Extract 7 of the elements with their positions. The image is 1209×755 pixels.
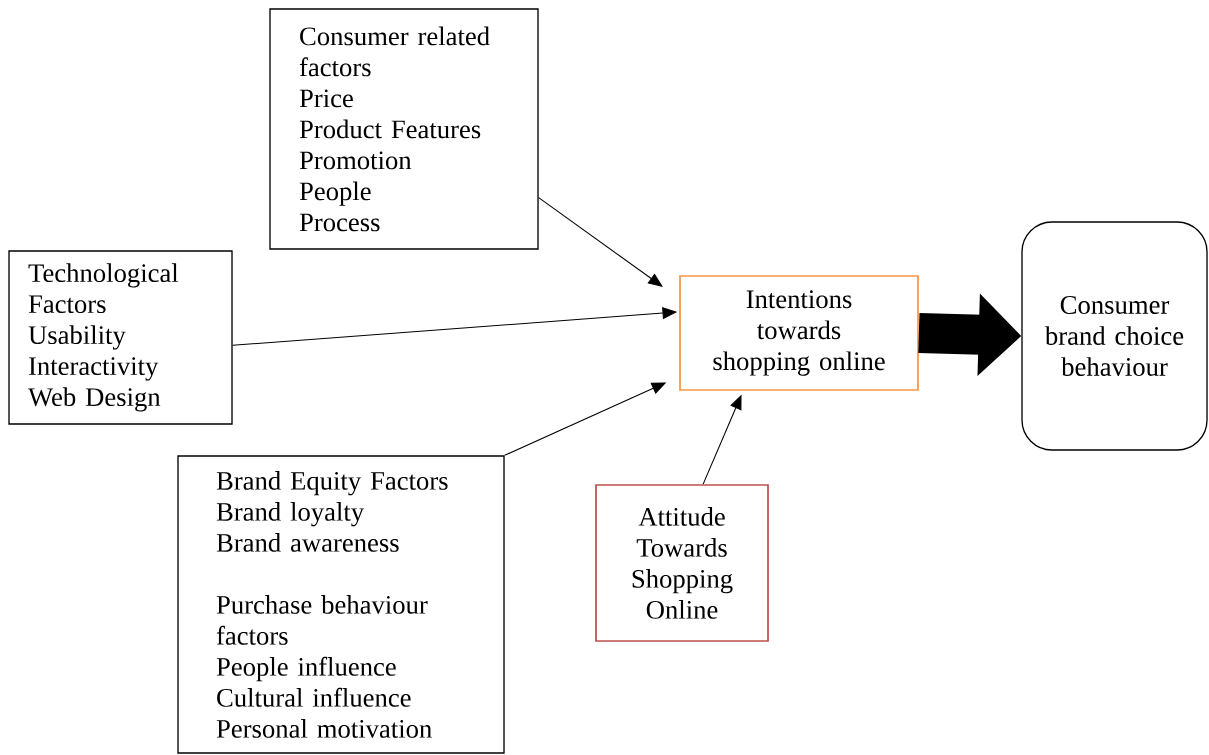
factor-box: Consumer related factors Price Product Features Promotion People Process [269,8,539,250]
outcome-box: Consumer brand choice behaviour [1021,221,1208,451]
factor-box: Brand Equity Factors Brand loyalty Brand awareness Purchase behaviour factors People influence Cultural influence Personal motivation [177,455,505,754]
intention-box: Intentions towards shopping online [679,275,919,391]
factor-box: Technological Factors Usability Interactivity Web Design [8,250,233,425]
arrow [538,197,663,287]
attitude-box: Attitude Towards Shopping Online [595,484,769,642]
